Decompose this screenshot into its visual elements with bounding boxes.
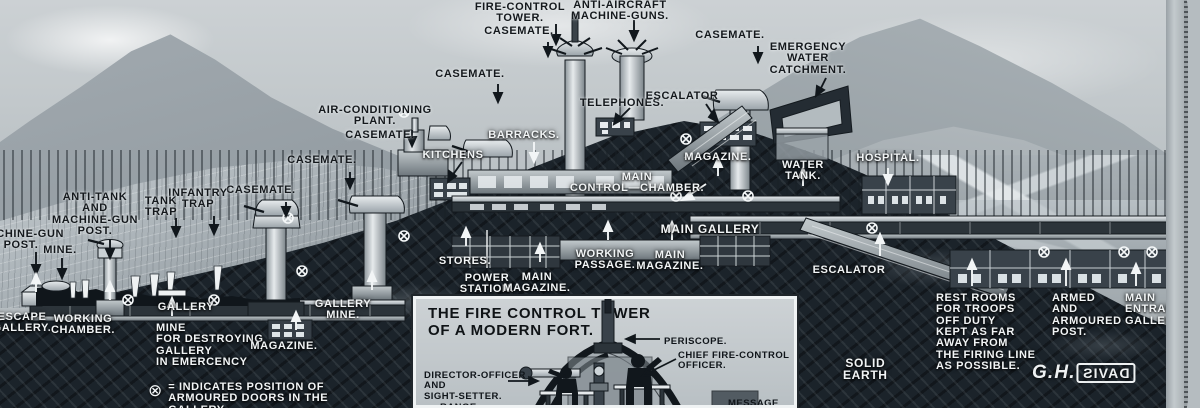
legend-text: = INDICATES POSITION OF ARMOURED DOORS I… — [168, 381, 329, 408]
armoured-door-legend: ⊗ = INDICATES POSITION OF ARMOURED DOORS… — [148, 381, 329, 408]
label-rest-rooms: REST ROOMS FOR TROOPS OFF DUTY KEPT AS F… — [936, 292, 1036, 372]
inset-label-chief-fire-control-officer: CHIEF FIRE-CONTROL OFFICER. — [678, 350, 790, 372]
label-casemate-air: CASEMATE. — [345, 129, 415, 141]
label-casemate-mid: CASEMATE. — [435, 68, 505, 80]
label-main-entrance-gallery: MAIN ENTRANCE GALLERY — [1125, 292, 1191, 327]
inset-label-director-officer-sight-setter: DIRECTOR-OFFICER AND SIGHT-SETTER. — [424, 370, 526, 402]
label-infantry-trap: INFANTRY TRAP — [168, 187, 228, 211]
label-casemate-lower-left: CASEMATE. — [287, 154, 357, 166]
label-main-magazine-left: MAIN MAGAZINE. — [503, 271, 571, 295]
label-main-gallery: MAIN GALLERY — [660, 222, 760, 236]
label-air-conditioning-plant: AIR-CONDITIONING PLANT. — [318, 104, 432, 128]
label-casemate-ridge: CASEMATE. — [226, 184, 296, 196]
signature-initials: G.H. — [1032, 362, 1076, 383]
label-hospital: HOSPITAL. — [856, 152, 920, 164]
label-mine-destroying-gallery: MINE FOR DESTROYING GALLERY IN EMERCENCY — [156, 322, 264, 368]
signature-surname: DAVIS — [1075, 363, 1136, 383]
inset-diagram — [508, 299, 759, 405]
label-magazine-upper-right: MAGAZINE. — [684, 151, 752, 163]
label-magazine-lower-left: MAGAZINE. — [250, 340, 318, 352]
label-armed-and-armoured-post: ARMED AND ARMOURED POST. — [1052, 292, 1122, 338]
label-escape-gallery: ESCAPE GALLERY. — [0, 311, 52, 335]
label-stores: STORES. — [438, 255, 492, 267]
label-telephones: TELEPHONES. — [579, 97, 665, 109]
solid-earth-label: SOLID EARTH — [843, 356, 888, 383]
label-gallery-mine: GALLERY MINE. — [314, 298, 372, 322]
label-escalator-upper: ESCALATOR — [645, 90, 719, 102]
label-working-passage: WORKING PASSAGE. — [574, 248, 636, 272]
label-machine-gun-post: MACHINE-GUN POST. — [0, 228, 65, 252]
inset-label-range: RANGE- — [440, 402, 481, 408]
label-fire-control-tower: FIRE-CONTROL TOWER. — [474, 1, 566, 25]
fire-control-tower-inset: THE FIRE CONTROL TOWER OF A MODERN FORT. — [413, 296, 797, 408]
armoured-door-symbol-icon: ⊗ — [148, 381, 163, 400]
label-gallery: GALLERY — [157, 301, 215, 313]
label-escalator-lower: ESCALATOR — [812, 264, 886, 276]
label-water-tank: WATER TANK. — [782, 159, 824, 183]
label-working-chamber: WORKING CHAMBER. — [50, 313, 116, 337]
inset-label-periscope: PERISCOPE. — [664, 336, 727, 347]
label-main-control-chamber: MAIN CONTROL—CHAMBER. — [569, 171, 705, 195]
label-barracks: BARRACKS. — [488, 129, 560, 141]
label-mine-surface: MINE. — [43, 244, 77, 256]
label-casemate-top-right: CASEMATE. — [695, 29, 765, 41]
label-kitchens: KITCHENS — [422, 149, 484, 161]
label-main-magazine-right: MAIN MAGAZINE. — [636, 249, 704, 273]
label-tank-trap: TANK TRAP — [144, 195, 178, 219]
inset-label-message: MESSAGE CENTRE. — [728, 398, 779, 408]
label-emergency-water-catchment: EMERGENCY WATER CATCHMENT. — [769, 41, 847, 76]
label-casemate-top-left: CASEMATE. — [484, 25, 554, 37]
label-anti-tank-machine-gun-post: ANTI-TANK AND MACHINE-GUN POST. — [51, 191, 139, 237]
artist-signature: G.H.DAVIS — [1032, 362, 1136, 384]
label-power-station: POWER STATION. — [459, 272, 515, 296]
label-anti-aircraft-machine-guns: ANTI-AIRCRAFT MACHINE-GUNS. — [571, 0, 669, 23]
